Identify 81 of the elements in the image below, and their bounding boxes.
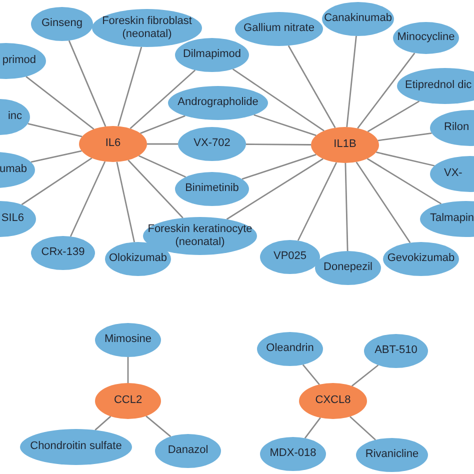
node-label: IL6 [105, 137, 121, 151]
connector-line [70, 161, 106, 237]
connector-line [350, 416, 376, 440]
node-label: Minocycline [397, 31, 455, 45]
connector-line [118, 46, 142, 126]
connector-line [146, 416, 172, 438]
node-label: umab [0, 163, 27, 177]
drug-node [31, 7, 93, 41]
connector-line [28, 122, 82, 138]
node-label: Canakinumab [324, 12, 392, 26]
connector-line [147, 143, 178, 145]
connector-line [116, 162, 135, 242]
node-label: Talmapin [430, 212, 474, 226]
connector-line [140, 115, 186, 134]
node-label: Rilon [444, 121, 470, 135]
node-label: inc [8, 110, 22, 124]
node-label: VX-702 [194, 137, 230, 151]
connector-line [254, 114, 316, 136]
node-label: MDX-018 [270, 447, 316, 461]
node-label: Foreskin fibroblast (neonatal) [101, 14, 193, 42]
node-label: Etiprednol dic [405, 79, 472, 93]
drug-node [393, 22, 459, 54]
node-label: VX- [444, 167, 462, 181]
node-label: Olokizumab [108, 252, 168, 266]
node-label: Foreskin keratinocyte (neonatal) [147, 222, 253, 250]
connector-line [366, 158, 442, 204]
node-label: CRx-139 [41, 246, 85, 260]
node-label: Ginseng [42, 17, 82, 31]
connector-line [346, 36, 357, 128]
connector-line [378, 132, 432, 142]
connector-line [242, 154, 316, 180]
drug-node [235, 12, 323, 46]
connector-line [21, 157, 92, 206]
connector-line [138, 155, 186, 178]
connector-line [344, 162, 348, 252]
drug-node [383, 242, 459, 276]
node-label: Mimosine [104, 333, 152, 347]
node-label: CCL2 [114, 394, 142, 408]
connector-line [246, 144, 311, 146]
node-label: ABT-510 [374, 344, 418, 358]
node-label: Binimetinib [185, 182, 239, 196]
connector-line [376, 152, 435, 166]
connector-line [304, 417, 321, 439]
connector-line [351, 364, 379, 387]
drug-node [168, 86, 268, 120]
connector-line [356, 162, 411, 244]
node-label: Andrographolide [178, 96, 258, 110]
connector-line [232, 68, 324, 132]
node-label: Chondroitin sulfate [30, 440, 122, 454]
connector-line [130, 70, 196, 130]
drug-node [315, 251, 381, 285]
node-label: Gallium nitrate [244, 22, 314, 36]
connector-line [302, 364, 320, 385]
node-label: Dilmapimod [182, 48, 242, 62]
drug-node [175, 172, 249, 206]
node-label: primod [2, 54, 36, 68]
drug-node [175, 38, 249, 72]
node-label: Donepezil [324, 261, 372, 275]
gene-node [311, 127, 379, 163]
node-label: VP025 [273, 250, 307, 264]
drug-node [322, 2, 394, 36]
node-label: Gevokizumab [387, 252, 455, 266]
connector-line [128, 160, 184, 218]
connector-line [357, 52, 416, 129]
connector-line [288, 45, 336, 128]
connector-line [226, 158, 324, 220]
connector-line [297, 162, 338, 241]
connector-line [68, 40, 106, 127]
node-label: SIL6 [1, 212, 24, 226]
node-label: IL1B [334, 138, 356, 152]
drug-node [397, 68, 474, 104]
node-label: CXCL8 [315, 394, 351, 408]
node-label: Danazol [168, 444, 208, 458]
node-label: Oleandrin [266, 342, 314, 356]
connector-line [94, 416, 112, 431]
gene-node [79, 126, 147, 162]
connector-line [30, 150, 82, 163]
connector-line [26, 76, 94, 130]
node-label: Rivanicline [365, 448, 419, 462]
connector-line [367, 100, 420, 132]
connector-line [127, 357, 129, 383]
